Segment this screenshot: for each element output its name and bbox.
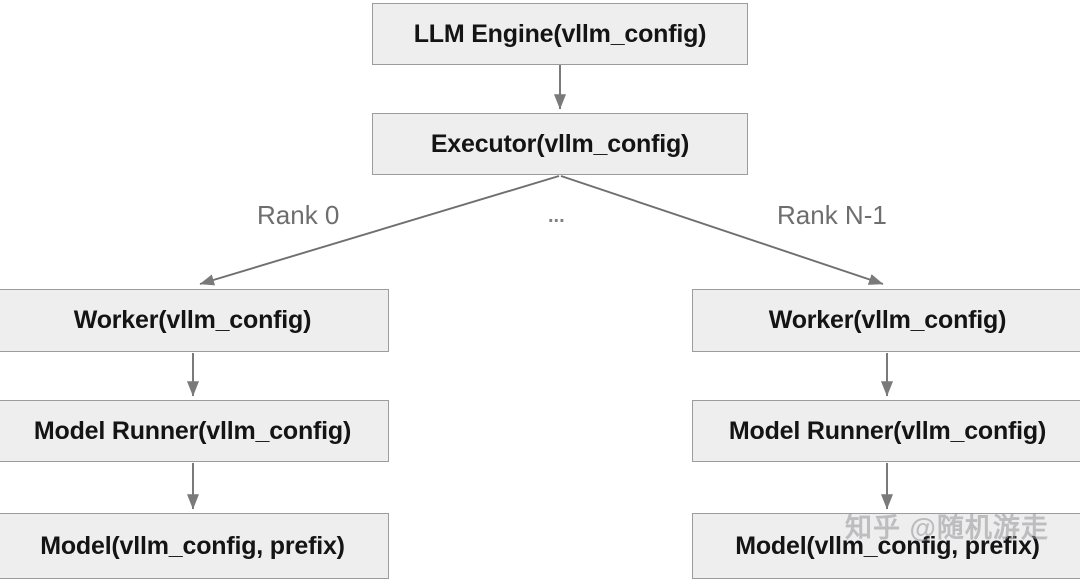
node-model-runner-rankn1[interactable]: Model Runner(vllm_config) [692, 400, 1080, 462]
node-model-rank0[interactable]: Model(vllm_config, prefix) [0, 513, 389, 579]
rank-label-first-text: Rank 0 [257, 200, 340, 230]
rank-label-ellipsis-text: ... [548, 205, 565, 227]
rank-label-first: Rank 0 [257, 200, 339, 231]
rank-label-last-text: Rank N-1 [777, 200, 887, 230]
node-worker-rank0[interactable]: Worker(vllm_config) [0, 289, 389, 352]
rank-label-last: Rank N-1 [777, 200, 887, 231]
node-llm-engine[interactable]: LLM Engine(vllm_config) [372, 3, 748, 65]
node-model-runner-rank0-label: Model Runner(vllm_config) [33, 416, 352, 445]
node-model-rankn1[interactable]: Model(vllm_config, prefix) [692, 513, 1080, 579]
node-executor-label: Executor(vllm_config) [430, 129, 690, 158]
node-worker-rankn1[interactable]: Worker(vllm_config) [692, 289, 1080, 352]
node-worker-rankn1-label: Worker(vllm_config) [768, 306, 1007, 334]
node-model-runner-rank0[interactable]: Model Runner(vllm_config) [0, 400, 389, 462]
node-executor[interactable]: Executor(vllm_config) [372, 113, 748, 175]
edge-executor-to-worker-left [199, 175, 560, 286]
rank-label-ellipsis: ... [548, 205, 565, 228]
node-worker-rank0-label: Worker(vllm_config) [73, 306, 312, 334]
node-model-rank0-label: Model(vllm_config, prefix) [40, 531, 345, 560]
node-model-rankn1-label: Model(vllm_config, prefix) [735, 531, 1040, 560]
node-llm-engine-label: LLM Engine(vllm_config) [413, 19, 707, 48]
node-model-runner-rankn1-label: Model Runner(vllm_config) [728, 416, 1047, 445]
